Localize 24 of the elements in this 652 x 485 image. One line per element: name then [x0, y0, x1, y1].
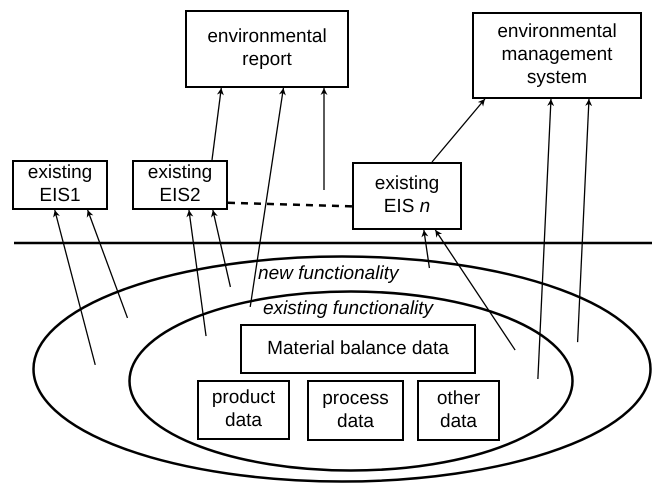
output-box: environmental report	[185, 10, 349, 88]
arrow	[211, 88, 224, 160]
arrow	[434, 230, 516, 350]
arrow	[320, 88, 328, 190]
system-box: existing EIS2	[132, 160, 228, 210]
region-label: existing functionality	[263, 298, 434, 320]
output-box: environmental management system	[472, 12, 642, 99]
arrow	[250, 88, 286, 308]
arrow	[576, 98, 592, 342]
arrow	[86, 210, 128, 318]
arrow	[537, 98, 554, 380]
arrow	[186, 210, 207, 336]
arrow	[53, 210, 96, 366]
arrow	[432, 98, 486, 162]
system-box: existing EIS1	[12, 160, 108, 210]
system-box: existing EIS n	[352, 162, 462, 230]
dashed-line	[228, 202, 352, 208]
region-label: new functionality	[258, 263, 398, 285]
arrow	[210, 210, 232, 288]
arrow	[421, 230, 430, 268]
data-box: product data	[197, 380, 290, 440]
data-box: other data	[417, 380, 500, 441]
data-box: process data	[307, 380, 404, 441]
data-box: Material balance data	[240, 324, 476, 374]
